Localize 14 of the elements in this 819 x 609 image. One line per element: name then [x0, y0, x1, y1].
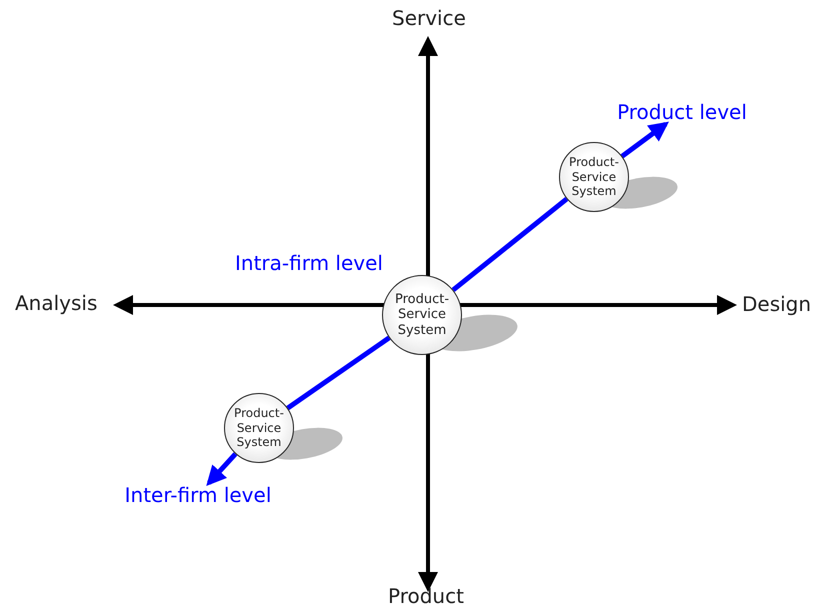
level-label: Product level	[616, 100, 748, 124]
axis-label: Product	[388, 584, 464, 608]
system-circle	[224, 393, 294, 463]
circle-label: Product-Service System	[233, 406, 285, 450]
axis-label: Design	[742, 292, 812, 316]
circle-label: Product-Service System	[394, 292, 450, 338]
circle-label: Product-Service System	[568, 155, 620, 199]
arrow	[206, 452, 238, 486]
axis-label: Service	[392, 6, 466, 30]
arrow	[620, 122, 669, 158]
system-circle	[559, 142, 629, 212]
level-label: Intra-firm level	[235, 251, 383, 275]
axis-label: Analysis	[15, 291, 98, 315]
level-label: Inter-firm level	[121, 483, 275, 507]
